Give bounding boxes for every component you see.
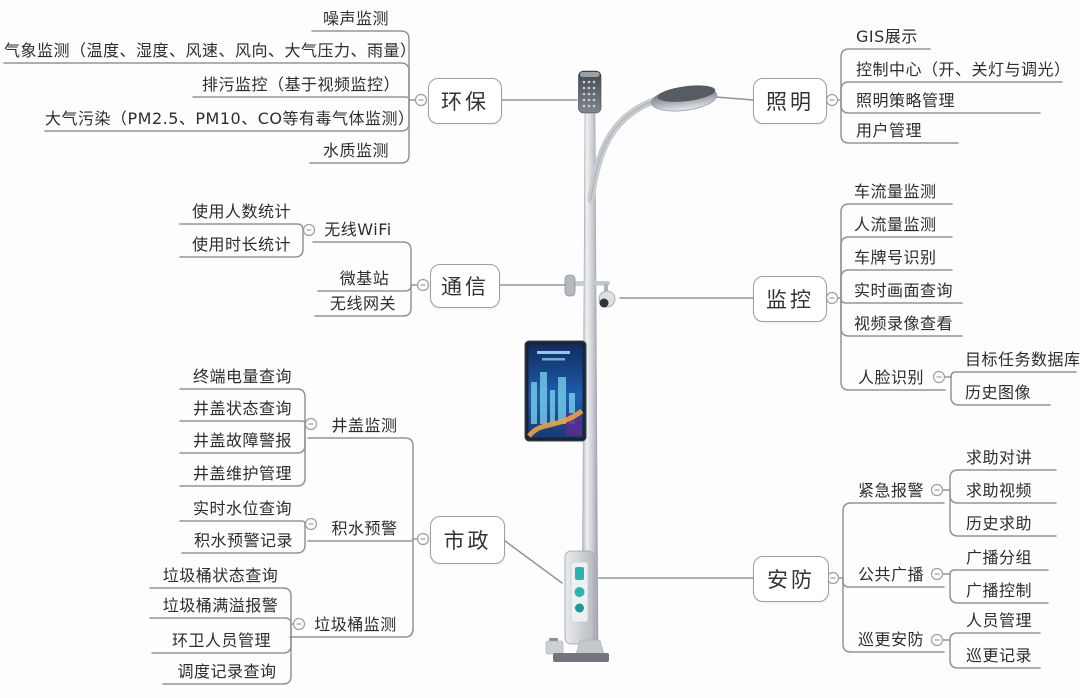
mon-branch-lines <box>619 203 1077 406</box>
topic-target-task-database[interactable]: 目标任务数据库 <box>965 350 1080 369</box>
topic-control-center[interactable]: 控制中心（开、关灯与调光） <box>856 60 1071 79</box>
collapse-toggle-comm[interactable] <box>416 278 430 292</box>
speaker-unit <box>578 70 602 114</box>
topic-noise-monitoring[interactable]: 噪声监测 <box>322 9 389 28</box>
topic-lighting-strategy-mgmt[interactable]: 照明策略管理 <box>856 91 956 110</box>
pole-base <box>545 638 609 662</box>
led-display <box>524 340 587 442</box>
topic-lighting[interactable]: 照明 <box>753 78 827 124</box>
topic-manhole-maintenance[interactable]: 井盖维护管理 <box>192 464 292 483</box>
camera <box>593 281 616 308</box>
collapse-toggle-face[interactable] <box>932 370 946 384</box>
topic-environment[interactable]: 环保 <box>428 78 502 124</box>
light-branch-lines <box>715 48 1063 144</box>
collapse-toggle-emergency[interactable] <box>930 483 944 497</box>
topic-manhole-monitoring[interactable]: 井盖监测 <box>331 416 398 435</box>
control-box <box>564 550 595 645</box>
topic-security[interactable]: 安防 <box>753 556 829 602</box>
collapse-toggle-patrol[interactable] <box>930 633 944 647</box>
street-pole-illustration <box>524 70 718 662</box>
topic-emergency-alarm[interactable]: 紧急报警 <box>858 481 925 500</box>
topic-trashbin-monitoring[interactable]: 垃圾桶监测 <box>314 615 397 634</box>
topic-user-mgmt[interactable]: 用户管理 <box>856 121 923 140</box>
topic-broadcast-control[interactable]: 广播控制 <box>966 581 1033 600</box>
topic-user-count-stats[interactable]: 使用人数统计 <box>191 202 291 221</box>
topic-patrol-records[interactable]: 巡更记录 <box>966 646 1033 665</box>
topic-license-plate-recognition[interactable]: 车牌号识别 <box>854 248 937 267</box>
topic-sanitation-staff-mgmt[interactable]: 环卫人员管理 <box>171 631 271 650</box>
sec-branch-lines <box>598 469 1057 669</box>
collapse-toggle-mon[interactable] <box>825 291 839 305</box>
collapse-toggle-env[interactable] <box>414 93 428 107</box>
topic-micro-base-station[interactable]: 微基站 <box>339 269 390 288</box>
topic-patrol-security[interactable]: 巡更安防 <box>858 630 925 649</box>
topic-video-playback[interactable]: 视频录像查看 <box>854 314 954 333</box>
topic-help-intercom[interactable]: 求助对讲 <box>966 448 1033 467</box>
env-branch-lines <box>3 30 578 164</box>
topic-flood-warning-records[interactable]: 积水预警记录 <box>193 531 293 550</box>
collapse-toggle-light[interactable] <box>825 93 839 107</box>
lamp-arm <box>587 96 660 204</box>
topic-gis-display[interactable]: GIS展示 <box>856 27 918 46</box>
topic-communication[interactable]: 通信 <box>430 264 500 308</box>
topic-personnel-mgmt[interactable]: 人员管理 <box>966 611 1033 630</box>
topic-pedestrian-flow-monitoring[interactable]: 人流量监测 <box>854 215 937 234</box>
topic-usage-duration-stats[interactable]: 使用时长统计 <box>191 235 291 254</box>
topic-terminal-battery-query[interactable]: 终端电量查询 <box>192 367 292 386</box>
topic-wireless-gateway[interactable]: 无线网关 <box>329 294 396 313</box>
topic-trashbin-full-alarm[interactable]: 垃圾桶满溢报警 <box>162 596 279 615</box>
street-lamp <box>650 85 718 112</box>
topic-public-broadcast[interactable]: 公共广播 <box>858 565 925 584</box>
topic-realtime-view-query[interactable]: 实时画面查询 <box>854 281 954 300</box>
topic-flood-warning[interactable]: 积水预警 <box>331 519 398 538</box>
collapse-toggle-muni[interactable] <box>416 532 430 546</box>
topic-air-pollution[interactable]: 大气污染（PM2.5、PM10、CO等有毒气体监测） <box>45 109 415 128</box>
topic-realtime-water-level[interactable]: 实时水位查询 <box>192 499 292 518</box>
topic-sewage-monitoring[interactable]: 排污监控（基于视频监控） <box>201 75 400 94</box>
collapse-toggle-wifi[interactable] <box>302 223 316 237</box>
comm-branch-lines <box>179 223 566 317</box>
topic-history-images[interactable]: 历史图像 <box>965 383 1032 402</box>
topic-face-recognition[interactable]: 人脸识别 <box>858 368 925 387</box>
topic-monitoring[interactable]: 监控 <box>753 276 827 322</box>
topic-traffic-flow-monitoring[interactable]: 车流量监测 <box>854 182 937 201</box>
topic-weather-monitoring[interactable]: 气象监测（温度、湿度、风速、风向、大气压力、雨量） <box>4 41 417 60</box>
topic-wireless-wifi[interactable]: 无线WiFi <box>324 220 392 239</box>
topic-dispatch-records-query[interactable]: 调度记录查询 <box>177 662 277 681</box>
muni-branch-lines <box>149 388 563 685</box>
topic-help-history[interactable]: 历史求助 <box>966 514 1033 533</box>
collapse-toggle-broadcast[interactable] <box>930 567 944 581</box>
topic-manhole-status-query[interactable]: 井盖状态查询 <box>192 399 292 418</box>
topic-municipal[interactable]: 市政 <box>430 516 505 564</box>
topic-manhole-fault-alarm[interactable]: 井盖故障警报 <box>192 431 292 450</box>
wifi-unit <box>564 274 585 297</box>
collapse-toggle-flood[interactable] <box>304 517 318 531</box>
collapse-toggle-manhole[interactable] <box>304 417 318 431</box>
topic-water-quality[interactable]: 水质监测 <box>322 141 389 160</box>
collapse-toggle-sec[interactable] <box>826 571 840 585</box>
topic-broadcast-grouping[interactable]: 广播分组 <box>966 548 1033 567</box>
collapse-toggle-trashbin[interactable] <box>292 617 306 631</box>
topic-trashbin-status-query[interactable]: 垃圾桶状态查询 <box>162 566 279 585</box>
topic-help-video[interactable]: 求助视频 <box>966 481 1033 500</box>
